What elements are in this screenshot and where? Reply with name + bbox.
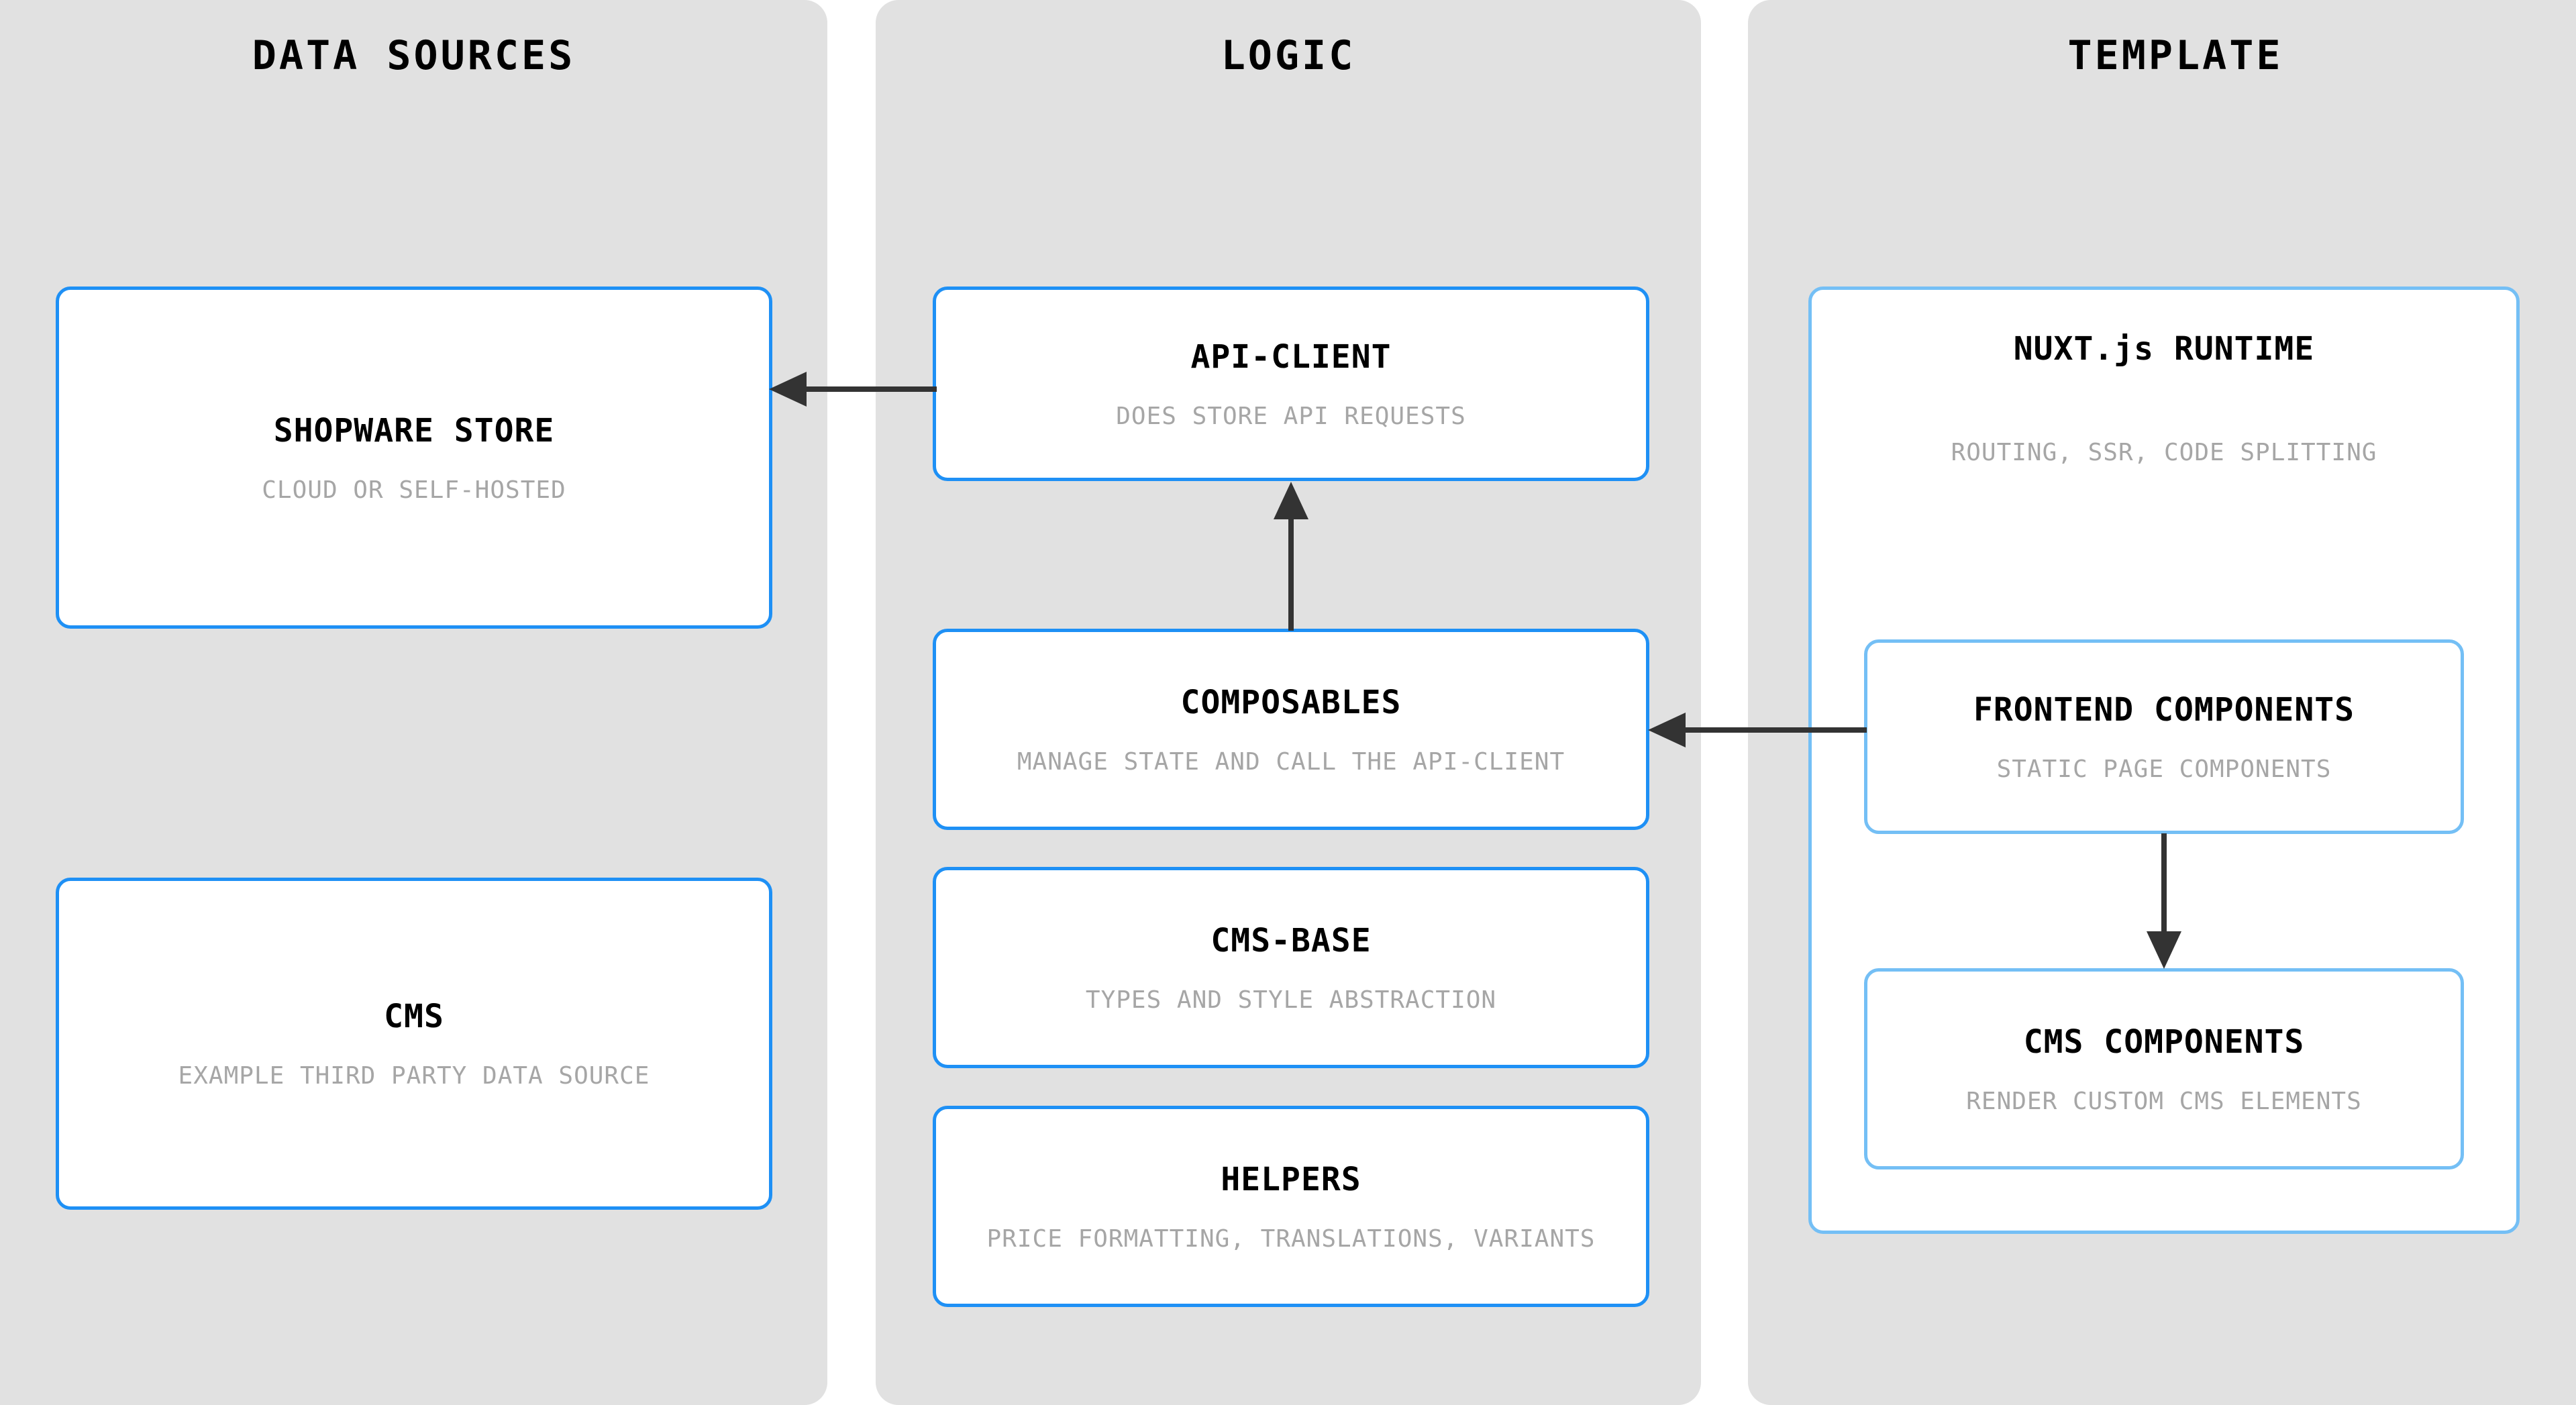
card-title-nuxt-runtime: NUXT.js RUNTIME xyxy=(2013,330,2315,368)
card-api-client[interactable]: API-CLIENT DOES STORE API REQUESTS xyxy=(933,287,1649,481)
card-composables[interactable]: COMPOSABLES MANAGE STATE AND CALL THE AP… xyxy=(933,629,1649,830)
card-subtitle-composables: MANAGE STATE AND CALL THE API-CLIENT xyxy=(1017,747,1565,776)
card-title-composables: COMPOSABLES xyxy=(1180,683,1402,721)
card-helpers[interactable]: HELPERS PRICE FORMATTING, TRANSLATIONS, … xyxy=(933,1106,1649,1307)
card-subtitle-helpers: PRICE FORMATTING, TRANSLATIONS, VARIANTS xyxy=(986,1225,1596,1253)
card-frontend-components[interactable]: FRONTEND COMPONENTS STATIC PAGE COMPONEN… xyxy=(1864,639,2464,834)
card-title-api-client: API-CLIENT xyxy=(1190,337,1392,376)
card-cms[interactable]: CMS EXAMPLE THIRD PARTY DATA SOURCE xyxy=(56,878,772,1210)
card-subtitle-cms-base: TYPES AND STYLE ABSTRACTION xyxy=(1085,986,1497,1014)
card-title-frontend-components: FRONTEND COMPONENTS xyxy=(1973,690,2355,729)
card-subtitle-frontend-components: STATIC PAGE COMPONENTS xyxy=(1996,755,2332,783)
card-cms-base[interactable]: CMS-BASE TYPES AND STYLE ABSTRACTION xyxy=(933,867,1649,1068)
card-subtitle-nuxt-runtime: ROUTING, SSR, CODE SPLITTING xyxy=(1951,439,2377,466)
column-title-template: TEMPLATE xyxy=(2067,32,2283,79)
card-title-cms-base: CMS-BASE xyxy=(1210,921,1372,959)
card-subtitle-shopware-store: CLOUD OR SELF-HOSTED xyxy=(262,476,566,504)
card-subtitle-cms-components: RENDER CUSTOM CMS ELEMENTS xyxy=(1966,1087,2362,1115)
card-title-helpers: HELPERS xyxy=(1221,1160,1361,1198)
card-cms-components[interactable]: CMS COMPONENTS RENDER CUSTOM CMS ELEMENT… xyxy=(1864,968,2464,1169)
card-title-cms: CMS xyxy=(384,998,444,1035)
card-subtitle-cms: EXAMPLE THIRD PARTY DATA SOURCE xyxy=(178,1062,650,1090)
card-title-cms-components: CMS COMPONENTS xyxy=(2023,1023,2305,1061)
card-subtitle-api-client: DOES STORE API REQUESTS xyxy=(1116,402,1466,430)
card-title-shopware-store: SHOPWARE STORE xyxy=(273,411,555,450)
column-title-data-sources: DATA SOURCES xyxy=(252,32,576,79)
column-title-logic: LOGIC xyxy=(1221,32,1356,79)
card-shopware-store[interactable]: SHOPWARE STORE CLOUD OR SELF-HOSTED xyxy=(56,287,772,629)
